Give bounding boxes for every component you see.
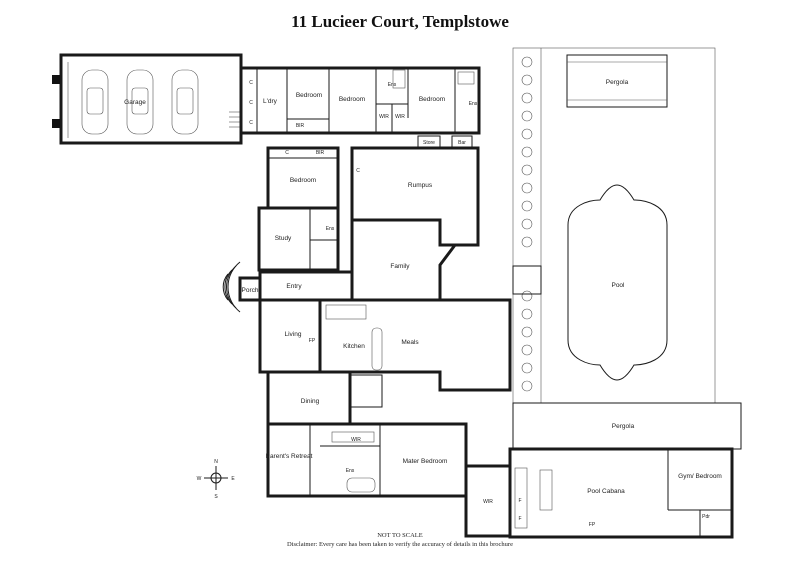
- room-label-parents-retreat: Parent's Retreat: [266, 453, 313, 460]
- room-label-wir: WIR: [483, 499, 493, 505]
- room-label-wir: WIR: [351, 437, 361, 443]
- room-label-study: Study: [275, 235, 292, 242]
- room-label-kitchen: Kitchen: [343, 343, 365, 350]
- room-label-bedroom: Bedroom: [339, 96, 365, 103]
- room-label-garage: Garage: [124, 99, 146, 106]
- family-area: Family: [350, 220, 458, 302]
- room-label-bir: BIR: [296, 123, 305, 129]
- room-label-family: Family: [390, 263, 410, 270]
- plan-title: 11 Lucieer Court, Templstowe: [291, 12, 509, 31]
- car-icon: [81, 69, 109, 135]
- room-label-gym: Gym/ Bedroom: [678, 473, 722, 480]
- store-bar: Store Bar: [417, 135, 473, 149]
- fireplace-icon: FP: [589, 522, 596, 528]
- room-label-pool: Pool: [611, 282, 625, 289]
- car-icon: [126, 69, 154, 135]
- not-to-scale-note: NOT TO SCALE: [377, 532, 423, 539]
- cabana-zone: Pergola Pool Cabana Gym/ Bedroom Pdr FP …: [508, 402, 742, 539]
- room-label-laundry: L'dry: [263, 98, 278, 105]
- room-label-ensuite: Ens: [346, 468, 355, 474]
- living-kitchen-meals: Living FP Kitchen Meals: [258, 298, 512, 408]
- room-label-cupboard: C: [285, 150, 289, 156]
- garage-area: Garage: [52, 53, 243, 145]
- room-label-rumpus: Rumpus: [408, 182, 433, 189]
- west-bedroom-block: C BIR Bedroom Study Ens: [257, 146, 340, 272]
- room-label-master-bedroom: Mater Bedroom: [403, 458, 448, 465]
- room-label-cupboard: C: [249, 80, 253, 86]
- room-label-ensuite: Ens: [326, 226, 335, 232]
- room-label-wir: WIR: [379, 114, 389, 120]
- room-label-powder: Pdr: [702, 514, 710, 520]
- room-label-ensuite: Ens: [388, 82, 397, 88]
- compass-w: W: [197, 476, 202, 482]
- compass-s: S: [214, 494, 218, 500]
- room-label-cupboard: C: [249, 100, 253, 106]
- garage-steps: [229, 111, 241, 128]
- room-label-porch: Porch: [242, 287, 259, 294]
- room-label-bar: Bar: [458, 140, 466, 146]
- room-label-pergola: Pergola: [612, 423, 635, 430]
- room-label-bir: BIR: [316, 150, 325, 156]
- room-label-cupboard: C: [249, 120, 253, 126]
- room-label-wir: WIR: [395, 114, 405, 120]
- room-label-living: Living: [285, 331, 302, 338]
- room-label-bedroom: Bedroom: [419, 96, 445, 103]
- room-label-entry: Entry: [286, 283, 302, 290]
- disclaimer: Disclaimer: Every care has been taken to…: [287, 541, 513, 548]
- pool-zone: Pergola Pool: [512, 47, 716, 404]
- garden-hedge: [521, 56, 533, 392]
- room-label-pool-cabana: Pool Cabana: [587, 488, 625, 495]
- car-icon: [171, 69, 199, 135]
- room-label-pergola: Pergola: [606, 79, 629, 86]
- fridge-icon: F: [518, 516, 521, 522]
- compass-icon: N S E W: [197, 459, 236, 500]
- master-wing: WIR Parent's Retreat Ens Mater Bedroom W…: [266, 422, 512, 538]
- compass-n: N: [214, 459, 218, 465]
- rumpus-area: C Rumpus: [350, 146, 480, 247]
- room-label-store: Store: [423, 140, 435, 146]
- room-label-bedroom: Bedroom: [296, 92, 322, 99]
- room-label-cupboard: C: [356, 168, 360, 174]
- pool-icon: Pool: [567, 184, 668, 381]
- room-label-meals: Meals: [401, 339, 419, 346]
- fridge-icon: F: [518, 498, 521, 504]
- north-wing: L'dry Bedroom Bedroom Bedroom Ens Ens WI…: [239, 66, 481, 135]
- compass-e: E: [231, 476, 235, 482]
- room-label-dining: Dining: [301, 398, 320, 405]
- pergola-top: Pergola: [566, 54, 668, 108]
- fireplace-icon: FP: [309, 338, 316, 344]
- room-label-bedroom: Bedroom: [290, 177, 316, 184]
- room-label-ensuite: Ens: [469, 101, 478, 107]
- dining-area: Dining: [266, 370, 352, 426]
